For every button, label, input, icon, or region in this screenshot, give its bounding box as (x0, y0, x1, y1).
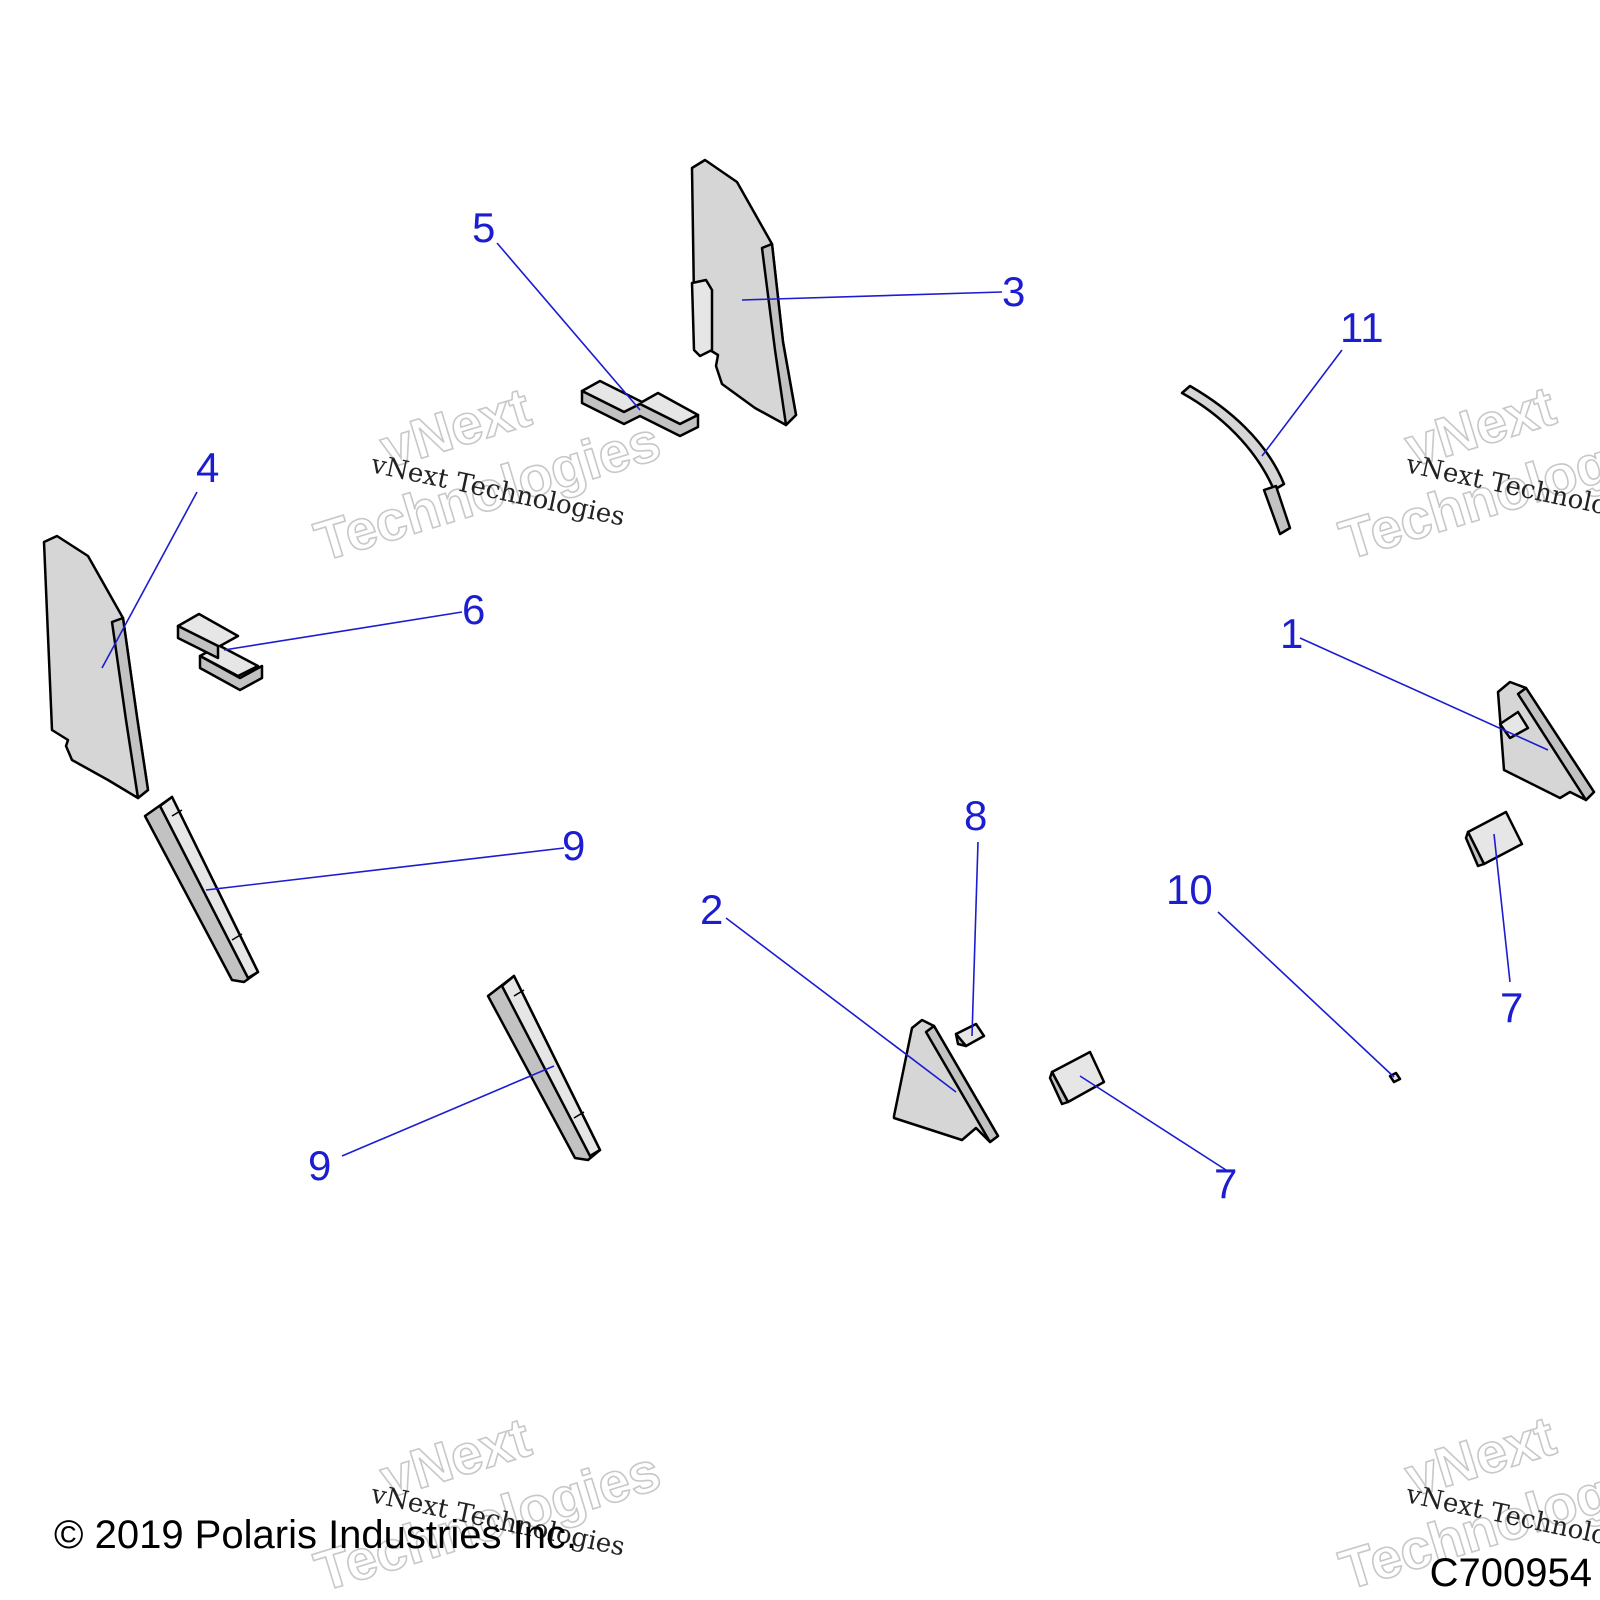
figure-id: C700954 (1430, 1551, 1592, 1595)
leader-9a (205, 847, 565, 891)
part-2-bracket (892, 1018, 1000, 1144)
callout-4: 4 (196, 444, 219, 491)
callout-1: 1 (1280, 610, 1303, 657)
callout-11: 11 (1340, 304, 1384, 351)
callout-2: 2 (700, 886, 723, 933)
callout-labels: 1 2 3 4 5 6 7 7 8 9 9 10 11 (196, 204, 1523, 1207)
watermark-bottom-left: vNext Technologies (307, 1404, 668, 1600)
leader-10 (1217, 911, 1395, 1078)
callout-10: 10 (1166, 866, 1213, 913)
part-7-pad-center (1048, 1050, 1106, 1106)
callout-7-right: 7 (1500, 984, 1523, 1031)
leader-6 (223, 611, 463, 651)
watermark-top-left: vNext Technologies (307, 374, 668, 574)
part-1-bracket (1496, 680, 1596, 802)
leader-2 (725, 917, 957, 1093)
leader-5 (496, 242, 641, 411)
leader-9b (341, 1065, 555, 1157)
part-3-panel (690, 158, 798, 427)
part-11-trim (1180, 384, 1292, 536)
leader-3 (741, 291, 1003, 301)
callout-8: 8 (964, 792, 987, 839)
leader-lines (101, 242, 1549, 1171)
callout-5: 5 (472, 204, 495, 251)
part-4-panel (42, 534, 150, 800)
copyright-text: © 2019 Polaris Industries Inc. (54, 1513, 577, 1557)
callout-9-lower: 9 (308, 1142, 331, 1189)
leader-11 (1261, 349, 1343, 457)
callout-7-center: 7 (1214, 1160, 1237, 1207)
callout-9-upper: 9 (562, 822, 585, 869)
part-9-strip-lower (486, 974, 602, 1162)
part-5-block (580, 379, 700, 438)
part-9-strip-upper (143, 795, 260, 984)
part-8-clip (954, 1022, 986, 1048)
watermark-top-right: vNext Technologies (1332, 373, 1600, 573)
leader-1 (1299, 637, 1549, 751)
leader-4 (101, 491, 198, 669)
callout-3: 3 (1002, 268, 1025, 315)
callout-6: 6 (462, 586, 485, 633)
leader-7b (1079, 1075, 1227, 1171)
leader-8 (971, 841, 979, 1037)
part-6-block (176, 612, 264, 692)
leader-7a (1493, 833, 1511, 983)
